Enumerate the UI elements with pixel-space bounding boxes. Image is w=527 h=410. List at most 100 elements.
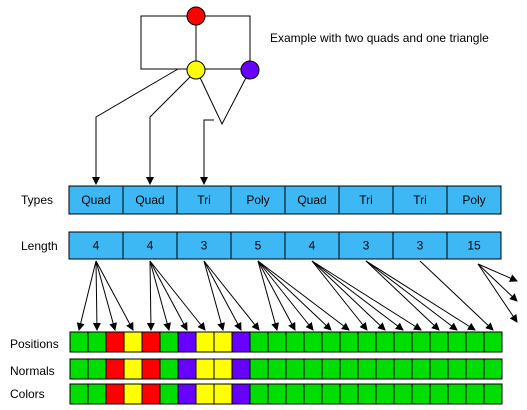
positions-cell-green — [285, 331, 305, 353]
positions-cell-yellow — [123, 331, 143, 353]
normals-cell-green — [249, 358, 269, 380]
index-arrow — [365, 260, 458, 331]
length-cell — [392, 231, 448, 260]
positions-cell-yellow — [195, 331, 215, 353]
positions-cell-green — [87, 331, 107, 353]
type-label: Quad — [135, 193, 164, 207]
positions-cell-green — [159, 331, 179, 353]
normals-cell-green — [411, 358, 431, 380]
colors-cell-green — [87, 383, 107, 405]
normals-cell-blue — [177, 358, 197, 380]
length-label: 5 — [255, 239, 262, 253]
length-cell — [446, 231, 502, 260]
normals-cell-green — [321, 358, 341, 380]
normals-cell-blue — [231, 358, 251, 380]
index-arrow — [311, 260, 368, 331]
normals-cell-green — [159, 358, 179, 380]
length-label: 15 — [467, 239, 481, 253]
vertex-blue — [240, 60, 260, 80]
index-arrow — [92, 260, 101, 331]
mesh-to-types-arrows — [92, 68, 214, 185]
colors-cell-green — [375, 383, 395, 405]
colors-cell-red — [141, 383, 161, 405]
index-arrow — [257, 260, 279, 331]
positions-cell-green — [429, 331, 449, 353]
colors-row — [69, 383, 503, 405]
length-cell — [68, 231, 124, 260]
normals-cell-green — [375, 358, 395, 380]
length-cell — [338, 231, 394, 260]
index-arrow — [365, 260, 440, 331]
index-arrow — [365, 260, 476, 331]
index-arrow — [149, 260, 171, 331]
caption: Example with two quads and one triangle — [270, 31, 489, 45]
type-cell — [392, 185, 448, 215]
normals-cell-yellow — [123, 358, 143, 380]
colors-cell-green — [267, 383, 287, 405]
index-arrow — [257, 260, 296, 331]
positions-cell-green — [411, 331, 431, 353]
normals-cell-green — [339, 358, 359, 380]
label-normals: Normals — [10, 364, 55, 378]
colors-cell-green — [447, 383, 467, 405]
index-arrow — [257, 260, 350, 331]
type-cell — [338, 185, 394, 215]
arrow-quad-1 — [92, 68, 179, 185]
positions-cell-green — [393, 331, 413, 353]
colors-cell-green — [285, 383, 305, 405]
index-arrow — [203, 260, 260, 331]
positions-cell-blue — [231, 331, 251, 353]
positions-cell-blue — [177, 331, 197, 353]
normals-row — [69, 358, 503, 380]
positions-cell-green — [69, 331, 89, 353]
overflow-arrow — [477, 263, 518, 302]
normals-cell-green — [69, 358, 89, 380]
positions-row — [69, 331, 503, 353]
positions-cell-yellow — [213, 331, 233, 353]
index-arrow — [257, 260, 332, 331]
vertex-red — [186, 6, 206, 26]
index-arrow — [257, 260, 314, 331]
positions-cell-red — [141, 331, 161, 353]
index-arrow — [95, 260, 134, 331]
length-label: 3 — [201, 239, 208, 253]
type-label: Tri — [197, 193, 211, 207]
normals-cell-green — [429, 358, 449, 380]
positions-cell-green — [483, 331, 503, 353]
colors-cell-yellow — [195, 383, 215, 405]
positions-cell-green — [321, 331, 341, 353]
colors-cell-blue — [177, 383, 197, 405]
positions-cell-green — [267, 331, 287, 353]
normals-cell-green — [303, 358, 323, 380]
length-label: 3 — [363, 239, 370, 253]
length-label: 4 — [309, 239, 316, 253]
type-cell — [176, 185, 232, 215]
index-arrow — [203, 260, 242, 331]
colors-cell-green — [357, 383, 377, 405]
colors-cell-green — [159, 383, 179, 405]
colors-cell-green — [303, 383, 323, 405]
length-cell — [284, 231, 340, 260]
normals-cell-yellow — [213, 358, 233, 380]
mesh-example — [140, 6, 260, 126]
length-cell — [176, 231, 232, 260]
type-label: Tri — [413, 193, 427, 207]
type-cell — [446, 185, 502, 215]
label-colors: Colors — [10, 387, 45, 401]
length-label: 3 — [417, 239, 424, 253]
normals-cell-green — [393, 358, 413, 380]
colors-cell-green — [321, 383, 341, 405]
type-cell — [68, 185, 124, 215]
normals-cell-red — [141, 358, 161, 380]
colors-cell-green — [393, 383, 413, 405]
index-arrow — [95, 260, 117, 331]
arrow-quad-2 — [146, 76, 191, 185]
positions-cell-green — [447, 331, 467, 353]
colors-cell-green — [429, 383, 449, 405]
overflow-arrow — [477, 263, 518, 323]
positions-cell-red — [105, 331, 125, 353]
length-label: 4 — [93, 239, 100, 253]
